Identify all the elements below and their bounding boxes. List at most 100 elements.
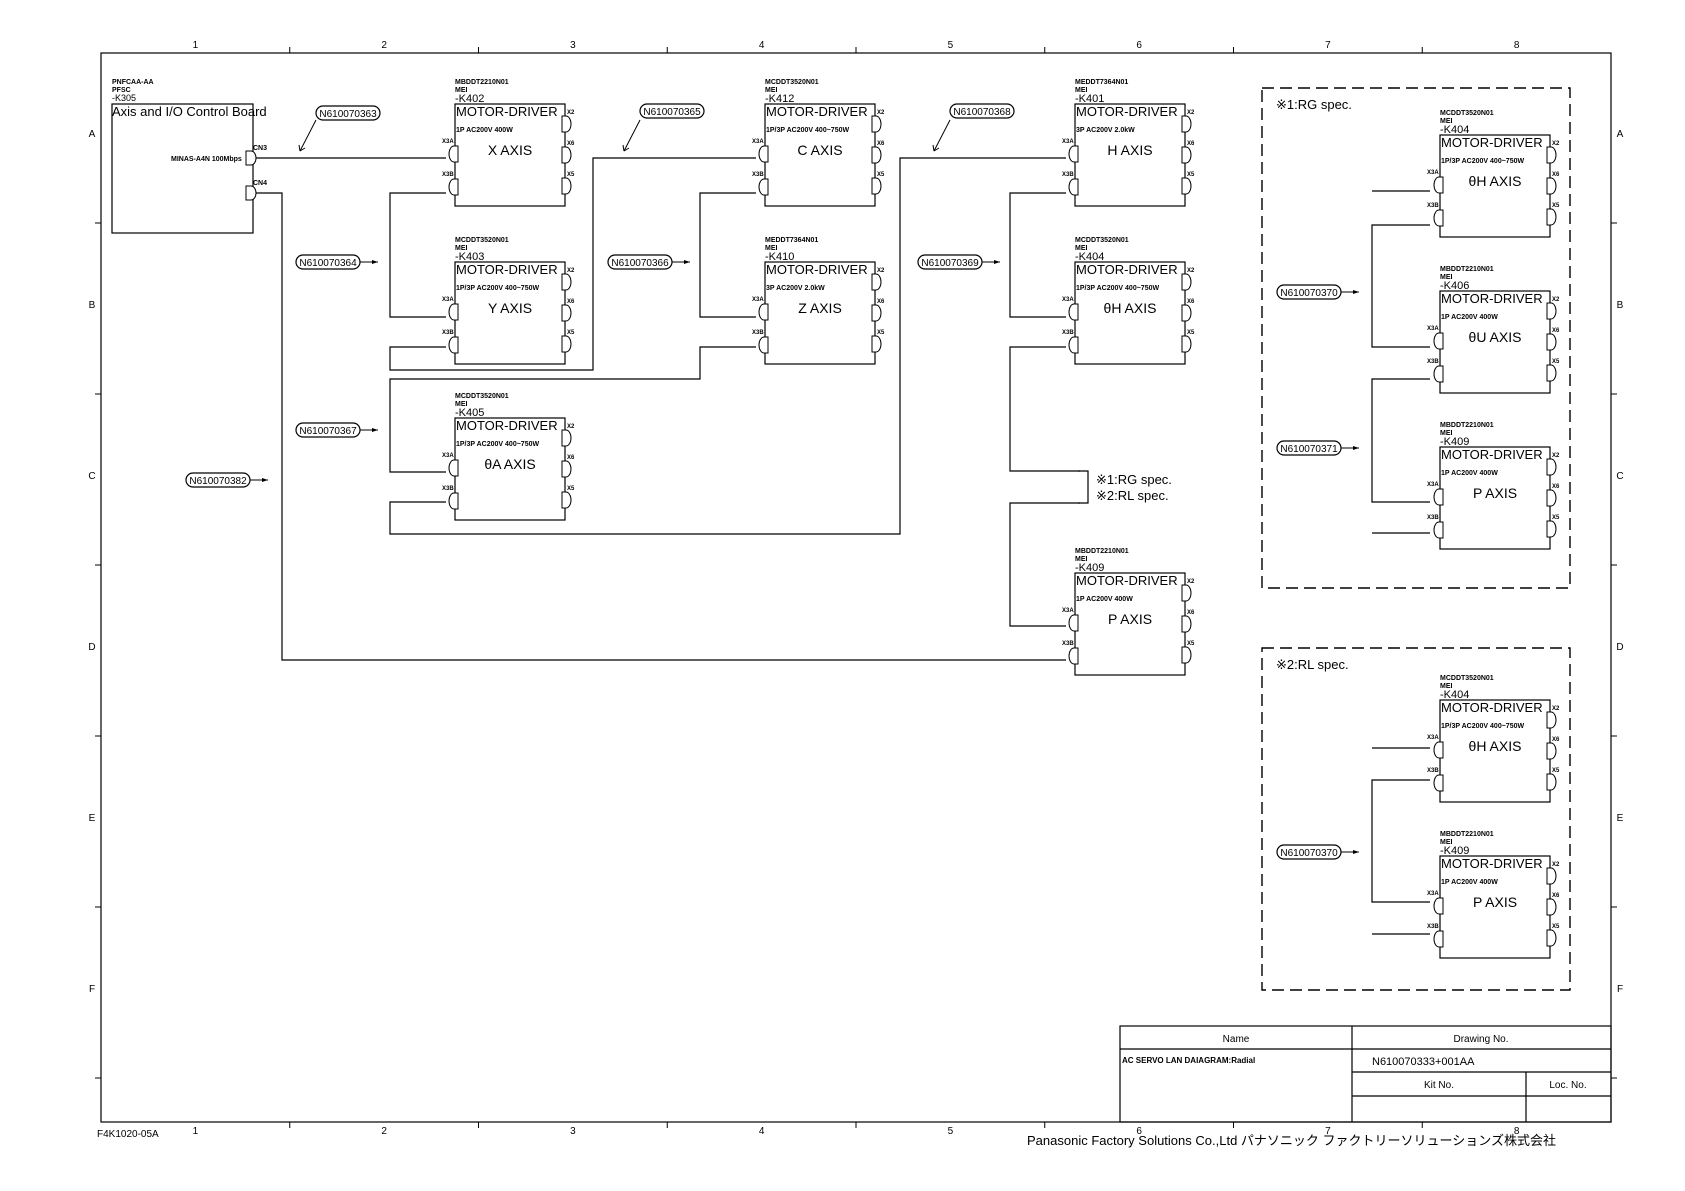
port-x6[interactable]: [1546, 898, 1557, 916]
port-x5[interactable]: [1181, 646, 1192, 664]
port-cn4[interactable]: [245, 185, 257, 201]
port-x3b[interactable]: [448, 492, 459, 510]
port-x5[interactable]: [561, 177, 572, 195]
port-x3a[interactable]: [1433, 176, 1444, 194]
port-label: X2: [1187, 579, 1195, 585]
port-x6[interactable]: [871, 146, 882, 164]
port-label: X6: [1552, 172, 1560, 178]
port-x3a[interactable]: [758, 303, 769, 321]
port-x3a[interactable]: [1068, 303, 1079, 321]
port-x2[interactable]: [1546, 302, 1557, 320]
port-x3b[interactable]: [758, 178, 769, 196]
cable-tag-rg371[interactable]: N610070371: [1276, 440, 1359, 456]
port-label: X6: [1552, 484, 1560, 490]
port-x3b[interactable]: [1433, 365, 1444, 383]
port-x6[interactable]: [561, 304, 572, 322]
wire-h-to-thh: [1009, 192, 1066, 318]
cable-tag-c367[interactable]: N610070367: [295, 422, 378, 438]
port-x3a[interactable]: [1068, 614, 1079, 632]
cable-tag-c369[interactable]: N610070369: [917, 254, 1000, 270]
cable-tag-c382[interactable]: N610070382: [185, 472, 268, 488]
cable-tag-rg370[interactable]: N610070370: [1276, 284, 1359, 300]
port-x2[interactable]: [561, 429, 572, 447]
port-x5[interactable]: [871, 335, 882, 353]
port-x6[interactable]: [871, 304, 882, 322]
cable-tag-c363[interactable]: N610070363: [315, 105, 381, 121]
port-x2[interactable]: [1546, 867, 1557, 885]
arrowhead-icon: [1353, 446, 1359, 450]
port-x6[interactable]: [561, 146, 572, 164]
port-x3b[interactable]: [1433, 774, 1444, 792]
control-board-ref: -K305: [112, 93, 136, 103]
port-cn3[interactable]: [245, 150, 257, 166]
port-x5[interactable]: [561, 491, 572, 509]
port-x3b[interactable]: [1068, 178, 1079, 196]
port-label: X5: [1552, 515, 1560, 521]
port-x5[interactable]: [561, 335, 572, 353]
driver-maker: MEI: [1075, 245, 1088, 252]
port-x6[interactable]: [1546, 177, 1557, 195]
port-x2[interactable]: [1546, 711, 1557, 729]
port-x3b[interactable]: [1068, 647, 1079, 665]
port-x6[interactable]: [1546, 742, 1557, 760]
zone-column-label-bottom: 2: [381, 1126, 387, 1137]
port-x5[interactable]: [1546, 929, 1557, 947]
driver-ref: -K410: [765, 251, 794, 263]
port-x2[interactable]: [1546, 146, 1557, 164]
port-label: X2: [1552, 862, 1560, 868]
port-x3a[interactable]: [1433, 741, 1444, 759]
port-x2[interactable]: [561, 115, 572, 133]
port-x3a[interactable]: [448, 459, 459, 477]
driver-axis-name: X AXIS: [488, 142, 532, 158]
port-x6[interactable]: [1181, 146, 1192, 164]
port-label: X6: [567, 455, 575, 461]
port-x2[interactable]: [1181, 584, 1192, 602]
cable-tag-c364[interactable]: N610070364: [295, 254, 378, 270]
port-x3a[interactable]: [1433, 332, 1444, 350]
cable-tag-rl370[interactable]: N610070370: [1276, 844, 1359, 860]
port-x3a[interactable]: [1068, 145, 1079, 163]
port-x2[interactable]: [1546, 458, 1557, 476]
port-x2[interactable]: [871, 115, 882, 133]
port-x3a[interactable]: [1433, 897, 1444, 915]
port-x5[interactable]: [1181, 335, 1192, 353]
port-label: X5: [1187, 330, 1195, 336]
port-x5[interactable]: [1546, 773, 1557, 791]
cable-tag-c365[interactable]: N610070365: [639, 103, 705, 119]
cable-tag-c368[interactable]: N610070368: [949, 103, 1015, 119]
port-x3b[interactable]: [1433, 209, 1444, 227]
driver-axis-name: C AXIS: [797, 142, 842, 158]
port-x2[interactable]: [871, 273, 882, 291]
port-x5[interactable]: [1181, 177, 1192, 195]
port-x2[interactable]: [1181, 273, 1192, 291]
port-x3a[interactable]: [448, 145, 459, 163]
port-x3b[interactable]: [448, 336, 459, 354]
port-x5[interactable]: [1546, 364, 1557, 382]
wire-rg-thh-to-thu: [1371, 224, 1430, 348]
port-x5[interactable]: [1546, 208, 1557, 226]
port-x2[interactable]: [561, 273, 572, 291]
port-x3b[interactable]: [1433, 521, 1444, 539]
port-label: X2: [1552, 297, 1560, 303]
driver-part-no: MCDDT3520N01: [765, 79, 819, 86]
port-x3b[interactable]: [1068, 336, 1079, 354]
port-x5[interactable]: [1546, 520, 1557, 538]
driver-spec: 1P/3P AC200V 400~750W: [1441, 158, 1524, 165]
port-x3a[interactable]: [758, 145, 769, 163]
port-x6[interactable]: [1546, 489, 1557, 507]
port-x3a[interactable]: [448, 303, 459, 321]
port-x6[interactable]: [1546, 333, 1557, 351]
port-x6[interactable]: [1181, 615, 1192, 633]
port-x3b[interactable]: [758, 336, 769, 354]
port-x6[interactable]: [561, 460, 572, 478]
port-x5[interactable]: [871, 177, 882, 195]
port-x2[interactable]: [1181, 115, 1192, 133]
port-x3a[interactable]: [1433, 488, 1444, 506]
port-x3b[interactable]: [448, 178, 459, 196]
cable-tag-c366[interactable]: N610070366: [607, 254, 690, 270]
port-x3b[interactable]: [1433, 930, 1444, 948]
port-x6[interactable]: [1181, 304, 1192, 322]
